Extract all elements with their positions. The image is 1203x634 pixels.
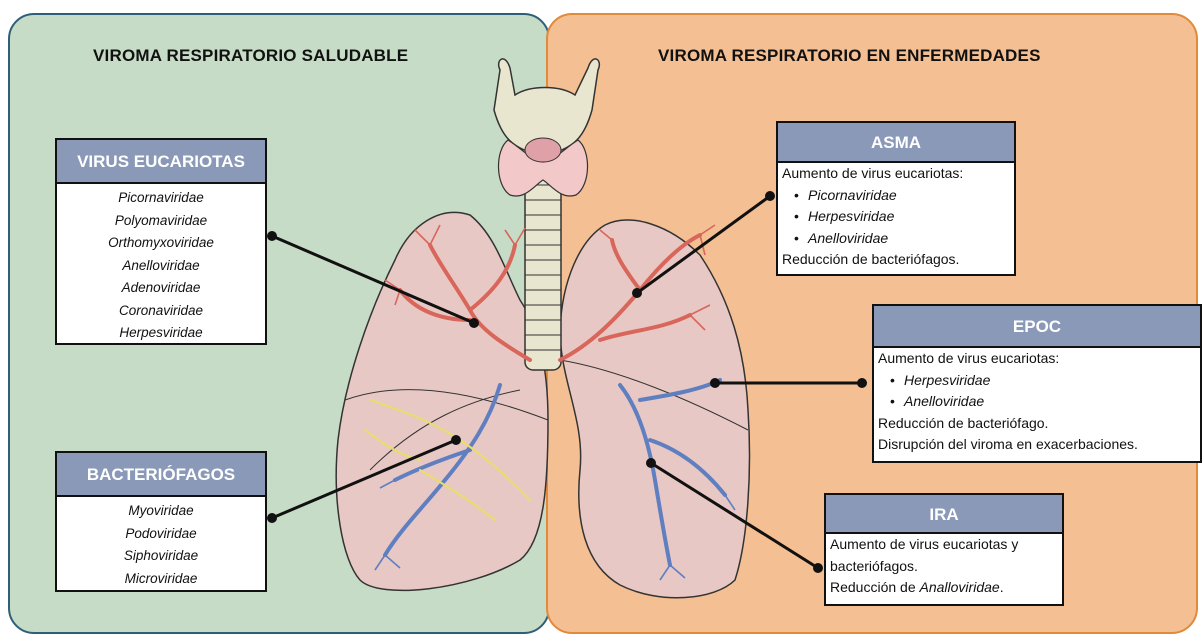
right-lung bbox=[560, 220, 749, 598]
list-item: Picornaviridae bbox=[57, 187, 265, 210]
virus-eucariotas-list: Picornaviridae Polyomaviridae Orthomyxov… bbox=[57, 184, 265, 345]
bacteriofagos-list: Myoviridae Podoviridae Siphoviridae Micr… bbox=[57, 497, 265, 590]
list-item: Myoviridae bbox=[57, 500, 265, 523]
ira-description: Aumento de virus eucariotas y bacteriófa… bbox=[826, 534, 1062, 599]
ira-title: IRA bbox=[826, 495, 1062, 534]
asma-box: ASMA Aumento de virus eucariotas: Picorn… bbox=[776, 121, 1016, 276]
virus-eucariotas-box: VIRUS EUCARIOTAS Picornaviridae Polyomav… bbox=[55, 138, 267, 345]
asma-intro: Aumento de virus eucariotas: bbox=[782, 163, 1010, 185]
list-item: Polyomaviridae bbox=[57, 210, 265, 233]
list-item: Orthomyxoviridae bbox=[57, 232, 265, 255]
list-item: Anelloviridae bbox=[57, 255, 265, 278]
epoc-box: EPOC Aumento de virus eucariotas: Herpes… bbox=[872, 304, 1202, 463]
asma-title: ASMA bbox=[778, 123, 1014, 163]
list-item: Coronaviridae bbox=[57, 300, 265, 323]
ira-line-3: Reducción de Analloviridae. bbox=[830, 577, 1058, 599]
list-item: Herpesviridae bbox=[782, 206, 1010, 228]
epoc-description: Aumento de virus eucariotas: Herpesvirid… bbox=[874, 348, 1200, 456]
ira-box: IRA Aumento de virus eucariotas y bacter… bbox=[824, 493, 1064, 606]
bacteriofagos-title: BACTERIÓFAGOS bbox=[57, 453, 265, 497]
ira-line-2: bacteriófagos. bbox=[830, 556, 1058, 578]
virus-eucariotas-title: VIRUS EUCARIOTAS bbox=[57, 140, 265, 184]
asma-description: Aumento de virus eucariotas: Picornaviri… bbox=[778, 163, 1014, 271]
epoc-title: EPOC bbox=[874, 306, 1200, 348]
list-item: Microviridae bbox=[57, 568, 265, 591]
epoc-line-1: Reducción de bacteriófago. bbox=[878, 413, 1196, 435]
list-item: Herpesviridae bbox=[878, 370, 1196, 392]
list-item: Anelloviridae bbox=[878, 391, 1196, 413]
list-item: Herpesviridae bbox=[57, 322, 265, 345]
list-item: Anelloviridae bbox=[782, 228, 1010, 250]
bacteriofagos-box: BACTERIÓFAGOS Myoviridae Podoviridae Sip… bbox=[55, 451, 267, 592]
epoc-intro: Aumento de virus eucariotas: bbox=[878, 348, 1196, 370]
asma-outro: Reducción de bacteriófagos. bbox=[782, 249, 1010, 271]
trachea bbox=[525, 165, 561, 370]
list-item: Picornaviridae bbox=[782, 185, 1010, 207]
list-item: Adenoviridae bbox=[57, 277, 265, 300]
list-item: Podoviridae bbox=[57, 523, 265, 546]
epoc-line-2: Disrupción del viroma en exacerbaciones. bbox=[878, 434, 1196, 456]
ira-line-1: Aumento de virus eucariotas y bbox=[830, 534, 1058, 556]
list-item: Siphoviridae bbox=[57, 545, 265, 568]
